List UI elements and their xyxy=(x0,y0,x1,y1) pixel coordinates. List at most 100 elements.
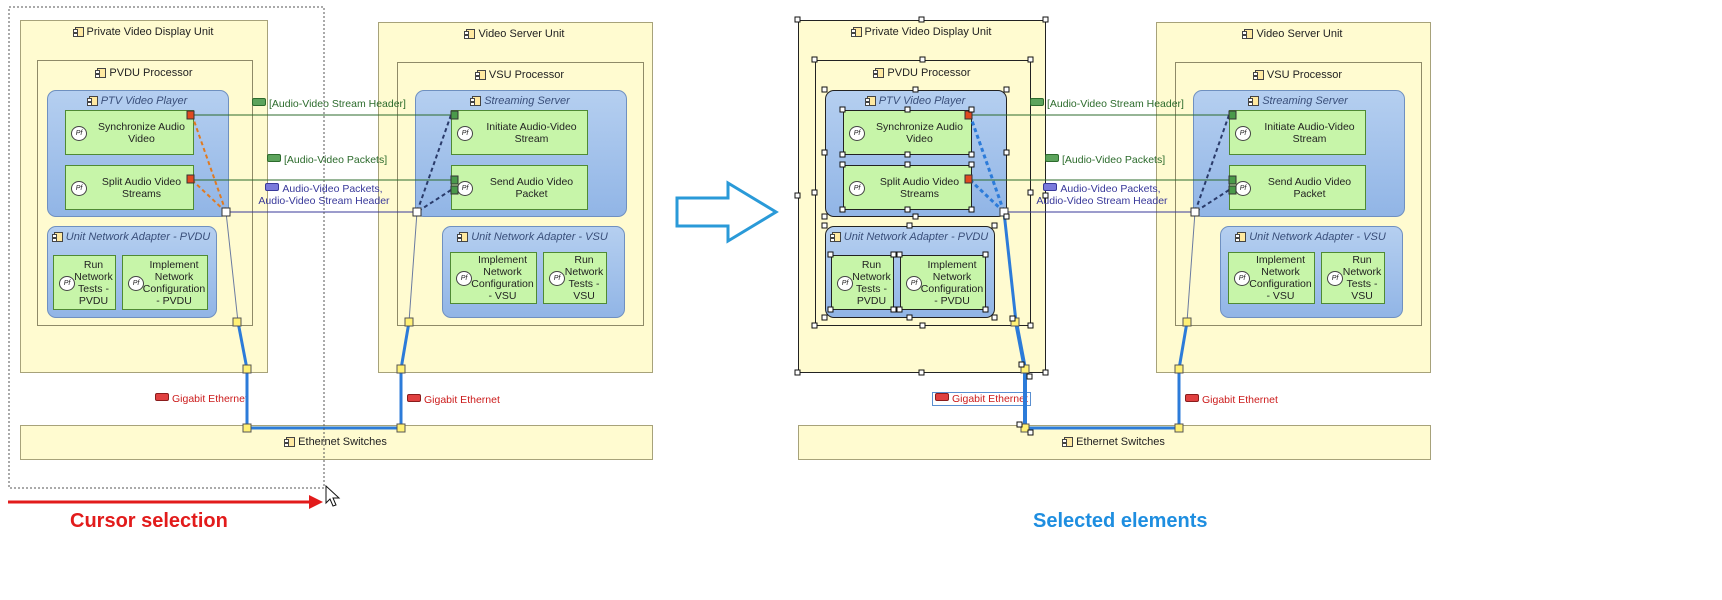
port[interactable] xyxy=(221,207,231,217)
function-sync-audio-selected[interactable]: Pf Synchronize Audio Video xyxy=(843,110,972,155)
port[interactable] xyxy=(1182,317,1192,327)
ptv-player-title: PTV Video Player xyxy=(100,95,188,107)
port[interactable] xyxy=(450,110,459,120)
flow-label-header[interactable]: [Audio-Video Stream Header] xyxy=(252,98,406,110)
flow-label-packets[interactable]: [Audio-Video Packets] xyxy=(267,154,387,166)
ptv-player-title: PTV Video Player xyxy=(878,95,966,107)
link-icon xyxy=(155,393,169,401)
port[interactable] xyxy=(1228,185,1237,195)
physical-link-pvdu-selected[interactable] xyxy=(1014,321,1027,428)
exchange-icon xyxy=(1045,154,1059,162)
component-icon xyxy=(86,96,98,106)
link-icon xyxy=(935,393,949,401)
port[interactable] xyxy=(1174,423,1184,433)
component-icon xyxy=(464,29,476,39)
marquee-selection xyxy=(8,6,325,489)
component-icon xyxy=(72,27,84,37)
component-icon xyxy=(864,96,876,106)
exchange-icon xyxy=(267,154,281,162)
function-icon: Pf xyxy=(456,271,472,286)
function-run-tests-vsu[interactable]: Pf Run Network Tests - VSU xyxy=(543,252,607,304)
component-icon xyxy=(457,232,469,242)
port[interactable] xyxy=(396,364,406,374)
gigabit-label-vsu[interactable]: Gigabit Ethernet xyxy=(1185,394,1278,406)
una-pvdu-title: Unit Network Adapter - PVDU xyxy=(65,231,211,243)
function-run-tests-pvdu[interactable]: Pf Run Network Tests - PVDU xyxy=(53,255,116,310)
vsu-processor-title: VSU Processor xyxy=(488,69,565,81)
streaming-server-title: Streaming Server xyxy=(1262,95,1348,107)
port[interactable] xyxy=(186,110,195,120)
gigabit-label-vsu[interactable]: Gigabit Ethernet xyxy=(407,394,500,406)
function-run-tests-pvdu-selected[interactable]: Pf Run Network Tests - PVDU xyxy=(831,255,894,310)
flow-label-packets[interactable]: [Audio-Video Packets] xyxy=(1045,154,1165,166)
gigabit-label-pvdu-selected[interactable]: Gigabit Ethernet xyxy=(932,392,1031,406)
pvdu-processor-title: PVDU Processor xyxy=(109,67,193,79)
port[interactable] xyxy=(1174,364,1184,374)
port[interactable] xyxy=(412,207,422,217)
function-split-audio[interactable]: Pf Split Audio Video Streams xyxy=(65,165,194,210)
function-run-tests-vsu[interactable]: Pf Run Network Tests - VSU xyxy=(1321,252,1385,304)
component-icon xyxy=(470,96,482,106)
component-icon xyxy=(1252,70,1264,80)
eth-switches-box[interactable]: Ethernet Switches xyxy=(20,425,653,460)
function-impl-config-vsu[interactable]: Pf Implement Network Configuration - VSU xyxy=(1228,252,1315,304)
caption-cursor-selection: Cursor selection xyxy=(70,510,228,532)
component-icon xyxy=(1242,29,1254,39)
function-send-packet[interactable]: Pf Send Audio Video Packet xyxy=(1229,165,1366,210)
function-icon: Pf xyxy=(1234,271,1250,286)
port[interactable] xyxy=(404,317,414,327)
exchange-icon xyxy=(1043,183,1058,191)
port[interactable] xyxy=(1020,423,1030,433)
vsu-processor-title: VSU Processor xyxy=(1266,69,1343,81)
function-initiate-stream[interactable]: Pf Initiate Audio-Video Stream xyxy=(1229,110,1366,155)
eth-switches-title: Ethernet Switches xyxy=(1076,436,1165,448)
port[interactable] xyxy=(964,174,973,184)
flow-label-combined[interactable]: Audio-Video Packets, Audio-Video Stream … xyxy=(1036,183,1168,207)
port[interactable] xyxy=(450,175,459,185)
port-delegation-vsu xyxy=(408,211,418,323)
port-allocation-pvdu xyxy=(191,114,227,213)
port-allocation-vsu xyxy=(416,114,452,213)
transition-arrow-icon xyxy=(675,180,779,244)
exchange-icon xyxy=(1030,98,1044,106)
port[interactable] xyxy=(450,185,459,195)
eth-switches-box[interactable]: Ethernet Switches xyxy=(798,425,1431,460)
port[interactable] xyxy=(232,317,242,327)
port[interactable] xyxy=(242,423,252,433)
cursor-arrowhead xyxy=(309,495,323,509)
function-impl-config-pvdu[interactable]: Pf Implement Network Configuration - PVD… xyxy=(122,255,208,310)
exchange-icon xyxy=(265,183,280,191)
function-initiate-stream[interactable]: Pf Initiate Audio-Video Stream xyxy=(451,110,588,155)
vsu-unit-title: Video Server Unit xyxy=(478,28,565,40)
port[interactable] xyxy=(1190,207,1200,217)
port[interactable] xyxy=(242,364,252,374)
function-icon: Pf xyxy=(1327,271,1343,286)
component-icon xyxy=(1248,96,1260,106)
function-sync-audio[interactable]: Pf Synchronize Audio Video xyxy=(65,110,194,155)
flow-label-header[interactable]: [Audio-Video Stream Header] xyxy=(1030,98,1184,110)
port[interactable] xyxy=(1228,110,1237,120)
component-icon xyxy=(284,437,296,447)
selection-handles[interactable] xyxy=(794,16,1049,436)
function-send-packet[interactable]: Pf Send Audio Video Packet xyxy=(451,165,588,210)
pvdu-unit-title: Private Video Display Unit xyxy=(86,26,214,38)
function-impl-config-vsu[interactable]: Pf Implement Network Configuration - VSU xyxy=(450,252,537,304)
physical-link-vsu[interactable] xyxy=(1025,321,1189,430)
left-links xyxy=(8,6,459,509)
una-pvdu-title: Unit Network Adapter - PVDU xyxy=(843,231,989,243)
port[interactable] xyxy=(396,423,406,433)
component-icon xyxy=(873,68,885,78)
function-icon: Pf xyxy=(71,125,87,141)
port[interactable] xyxy=(186,174,195,184)
function-impl-config-pvdu-selected[interactable]: Pf Implement Network Configuration - PVD… xyxy=(900,255,986,310)
function-icon: Pf xyxy=(849,180,865,196)
function-icon: Pf xyxy=(128,275,144,291)
component-icon xyxy=(474,70,486,80)
port[interactable] xyxy=(1020,364,1030,374)
port[interactable] xyxy=(1228,175,1237,185)
gigabit-label-pvdu[interactable]: Gigabit Ethernet xyxy=(155,393,248,405)
component-icon xyxy=(51,232,63,242)
caption-selected-elements: Selected elements xyxy=(1033,510,1208,532)
component-icon xyxy=(95,68,107,78)
